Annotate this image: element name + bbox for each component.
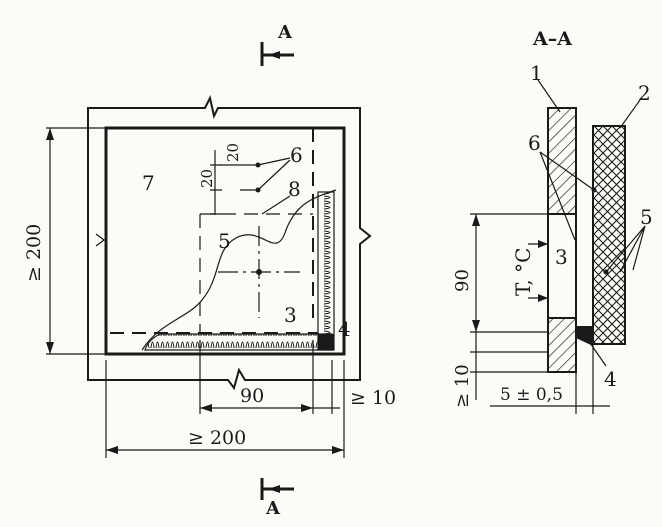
section-title: A–A [532,28,572,50]
dim-90-arrows [200,404,313,412]
leader-1 [537,79,561,113]
label-3: 3 [284,303,297,327]
inner-plate-outline [104,126,346,356]
weld-seam-bottom [144,333,333,351]
label-8: 8 [288,177,301,201]
thermocouple-6b [255,187,261,193]
leader-6-section [539,151,595,241]
thermocouple-6a [255,162,261,168]
dim-20-lower: 20 [198,169,216,188]
leader-2 [619,99,641,129]
section-thermo-6 [591,187,597,193]
weld-seam-right [317,191,335,351]
section-label-2: 2 [638,81,651,105]
dim-ge10-label: ≥ 10 [350,387,396,409]
section-arrow-top [268,51,280,59]
inner-plate-break [95,233,105,247]
section-label-1: 1 [530,61,543,85]
section-arrow-bottom [268,485,280,493]
dim-5-ext [575,344,594,414]
section-arrowhead-lower [538,294,548,302]
section-marker-bottom: A [265,498,281,519]
dim-left-label: ≥ 200 [23,224,45,282]
section-arrowhead-upper [538,240,548,248]
dim-section-90: 90 [452,269,473,292]
thermocouple-point [256,269,262,275]
label-5: 5 [218,229,231,253]
dim-section-90-arrows [472,214,480,332]
temp-label: T, °C [511,248,535,296]
label-7: 7 [142,171,155,195]
section-marker-top: A [277,22,293,43]
dim-ge200-label: ≥ 200 [188,427,246,449]
outer-plate-outline [87,95,372,391]
leader-8 [261,195,291,215]
section-label-6: 6 [528,131,541,155]
label-6: 6 [290,143,303,167]
label-4: 4 [338,317,351,341]
section-label-5: 5 [640,205,653,229]
section-thermo-5 [603,269,609,275]
dim-ge200-ext [105,360,345,458]
dim-20-lines [210,150,222,215]
dim-section-ge10: ≥ 10 [452,364,473,408]
dim-90-label: 90 [240,385,264,407]
dim-20-upper: 20 [224,143,242,162]
break-curve [141,189,337,351]
leader-4-section [587,339,607,367]
section-plate-2 [592,125,626,345]
dim-left-line [46,127,106,355]
section-label-4: 4 [604,367,617,391]
section-label-3: 3 [555,245,568,269]
section-plate-1-bottom [547,317,577,373]
dim-5-label: 5 ± 0,5 [500,385,563,405]
dim-90-ext [199,340,333,414]
dim-section-ext [470,213,548,373]
leader-5-section [605,225,646,273]
weld-corner [318,334,334,350]
